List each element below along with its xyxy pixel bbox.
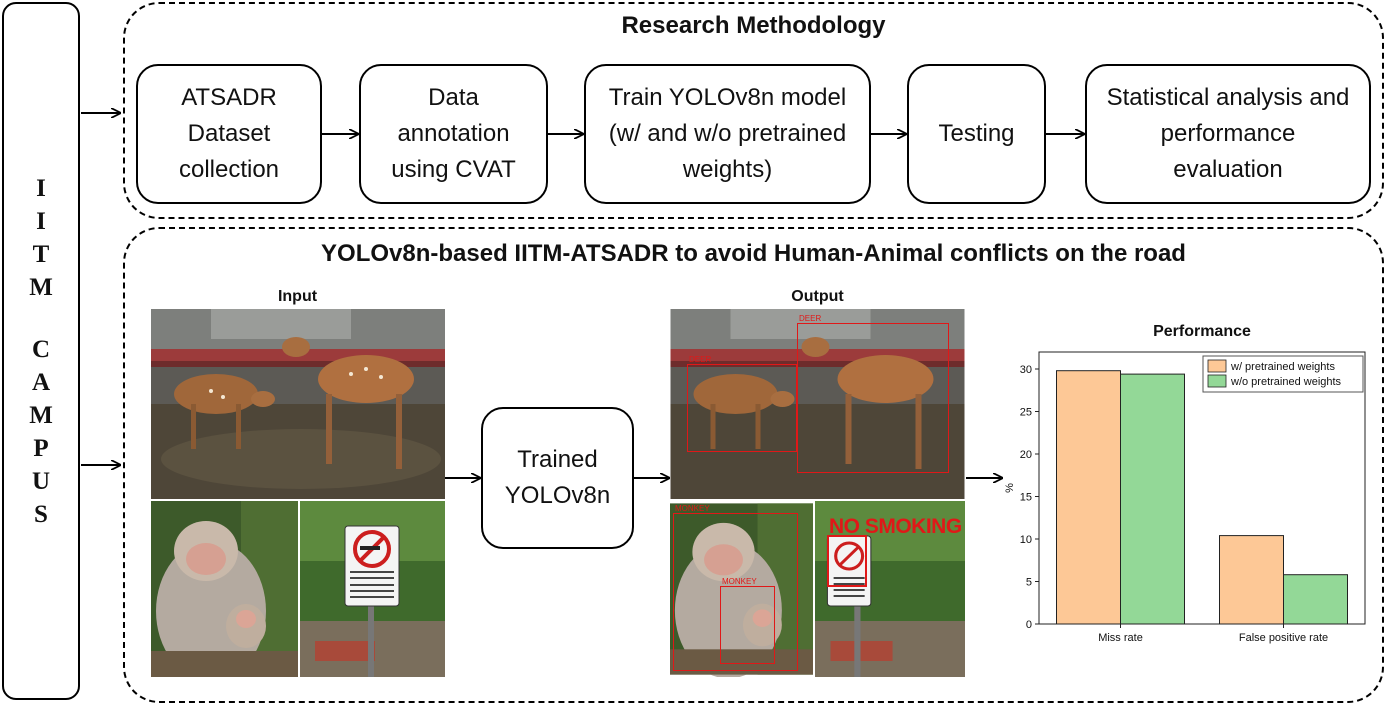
legend-box: [1202, 355, 1364, 393]
campus-letter: T: [32, 240, 50, 268]
step-train-model: Train YOLOv8n model (w/ and w/o pretrain…: [584, 64, 871, 204]
y-tick-label: 25: [1020, 407, 1032, 419]
step-label: Data annotation using CVAT: [391, 84, 516, 183]
campus-panel: I I T M C A M P U S: [2, 2, 80, 700]
step-testing: Testing: [907, 64, 1046, 204]
legend-swatch: [1207, 374, 1227, 388]
input-sign-image: [300, 501, 445, 677]
detection-label-deer: DEER: [799, 314, 822, 323]
campus-letter: U: [31, 467, 51, 495]
output-label: Output: [791, 288, 844, 305]
x-tick-label: False positive rate: [1239, 632, 1328, 644]
system-title: YOLOv8n-based IITM-ATSADR to avoid Human…: [321, 240, 1186, 267]
methodology-section: [123, 2, 1384, 219]
chart-bar: [1120, 373, 1185, 625]
legend-label: w/o pretrained weights: [1230, 376, 1342, 388]
campus-letter: P: [33, 434, 49, 462]
detection-box-monkey: [673, 513, 798, 671]
output-monkey-image: MONKEY MONKEY: [670, 501, 813, 677]
system-section: [123, 227, 1384, 703]
output-sign-image: NO SMOKING: [815, 501, 965, 677]
output-monkey-photo: [670, 503, 813, 677]
y-tick-label: 10: [1020, 534, 1032, 546]
y-tick-label: 30: [1020, 364, 1032, 376]
trained-model-label: Trained YOLOv8n: [504, 446, 611, 509]
detection-box-deer: [797, 323, 949, 473]
methodology-title: Research Methodology: [621, 12, 886, 39]
y-tick-label: 0: [1026, 619, 1032, 631]
x-tick-label: Miss rate: [1098, 632, 1143, 644]
detection-label-deer: DEER: [689, 355, 712, 364]
chart-bar: [1283, 574, 1348, 625]
detection-box-sign: [827, 535, 867, 587]
y-tick-label: 5: [1026, 577, 1032, 589]
output-deer-image: DEER DEER: [670, 309, 965, 499]
campus-letter: C: [31, 335, 51, 363]
legend-label: w/ pretrained weights: [1230, 361, 1335, 373]
input-label: Input: [277, 288, 318, 305]
detection-label-sign: NO SMOKING: [829, 515, 962, 538]
step-label: Testing: [938, 120, 1015, 147]
campus-letter: M: [29, 401, 53, 429]
step-evaluation: Statistical analysis and performance eva…: [1085, 64, 1371, 204]
campus-letter: M: [29, 273, 53, 301]
step-data-annotation: Data annotation using CVAT: [359, 64, 548, 204]
output-sign-photo: [815, 501, 965, 677]
legend-swatch: [1207, 359, 1227, 373]
step-label: Train YOLOv8n model (w/ and w/o pretrain…: [608, 84, 847, 183]
y-tick-label: 15: [1020, 492, 1032, 504]
output-deer-photo: [670, 309, 965, 499]
campus-letter: S: [34, 500, 48, 528]
step-label: ATSADR Dataset collection: [178, 84, 280, 183]
chart-bar: [1056, 370, 1121, 625]
step-dataset-collection: ATSADR Dataset collection: [136, 64, 322, 204]
input-deer-image: [151, 309, 445, 499]
campus-letter: I: [36, 207, 46, 235]
detection-label-monkey: MONKEY: [675, 504, 710, 513]
campus-letter: I: [36, 174, 46, 202]
detection-box-deer: [687, 364, 797, 452]
chart-title: Performance: [1153, 323, 1251, 340]
plot-frame: [1038, 351, 1366, 625]
trained-model-box: Trained YOLOv8n: [481, 407, 634, 549]
y-tick-label: 20: [1020, 449, 1032, 461]
campus-letter: A: [31, 368, 51, 396]
input-monkey-image: [151, 501, 298, 677]
detection-label-monkey: MONKEY: [722, 577, 757, 586]
chart-bar: [1219, 535, 1284, 625]
step-label: Statistical analysis and performance eva…: [1106, 84, 1350, 183]
detection-box-monkey: [720, 586, 775, 664]
y-axis-label: %: [1004, 483, 1016, 493]
